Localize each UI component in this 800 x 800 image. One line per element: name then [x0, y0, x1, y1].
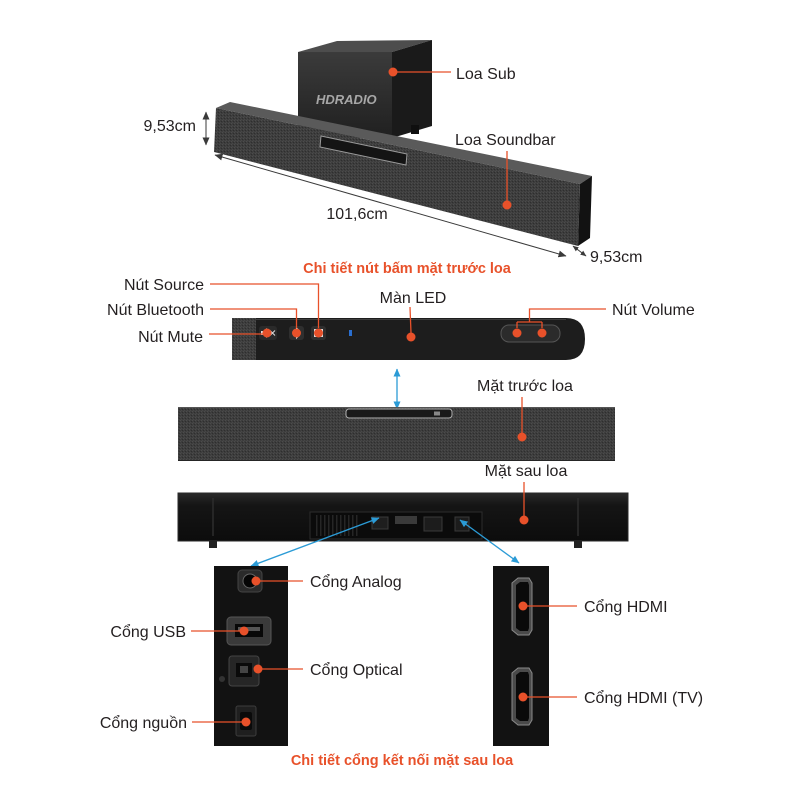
- marker-dot-power: [241, 717, 251, 727]
- label-hdmi-tv-port: Cổng HDMI (TV): [584, 689, 703, 707]
- dimension-length-label: 101,6cm: [326, 206, 387, 223]
- marker-dot-volume-up: [537, 328, 547, 338]
- label-front-view: Mặt trước loa: [477, 378, 573, 395]
- front-view-bar: [178, 407, 615, 461]
- subwoofer-top-face: [298, 40, 432, 52]
- front-bar-led-window: [345, 408, 453, 419]
- label-volume-button: Nút Volume: [612, 302, 695, 319]
- heading-rear-ports: Chi tiết cổng kết nối mặt sau loa: [291, 753, 514, 769]
- label-mute-button: Nút Mute: [138, 329, 203, 346]
- leader-line-source: [210, 283, 320, 328]
- dimension-length-arrow: [214, 153, 567, 258]
- marker-dot-source: [314, 328, 323, 338]
- marker-dot-mute: [262, 328, 272, 338]
- dimension-depth-arrow: [572, 245, 587, 257]
- link-arrow-rear-to-left-ports: [250, 517, 380, 567]
- link-arrow-rear-to-hdmi-ports: [459, 519, 520, 564]
- hdmi-port-panel: [493, 566, 549, 746]
- marker-dot-usb: [239, 626, 249, 636]
- control-strip-fabric-end: [232, 318, 256, 360]
- subwoofer-side-face: [392, 40, 432, 138]
- label-analog-port: Cổng Analog: [310, 573, 402, 591]
- volume-rocker: [500, 324, 561, 343]
- label-source-button: Nút Source: [124, 277, 204, 294]
- label-subwoofer: Loa Sub: [456, 66, 516, 83]
- marker-dot-optical: [253, 664, 263, 674]
- marker-dot-volume-down: [512, 328, 522, 338]
- marker-dot-soundbar: [502, 200, 512, 210]
- rear-bar-foot: [574, 540, 582, 548]
- hdradio-logo-watermark: HDRADIO: [316, 92, 377, 107]
- soundbar-end-face: [578, 176, 592, 246]
- marker-dot-rear: [519, 515, 529, 525]
- marker-dot-analog: [251, 576, 261, 586]
- dimension-height-label: 9,53cm: [144, 118, 196, 135]
- leader-line-volume: [516, 308, 606, 328]
- label-soundbar: Loa Soundbar: [455, 132, 556, 149]
- rear-view-bar: [177, 492, 629, 548]
- marker-dot-sub: [388, 67, 398, 77]
- optical-port-shutter: [240, 666, 248, 673]
- label-power-port: Cổng nguồn: [100, 714, 187, 732]
- rear-port-block: [454, 516, 470, 532]
- marker-dot-front: [517, 432, 527, 442]
- usb-port-tongue: [238, 627, 260, 631]
- rear-port-block: [423, 516, 443, 532]
- rear-info-sticker: [395, 516, 417, 524]
- rear-bar-foot: [209, 540, 217, 548]
- label-led-display: Màn LED: [380, 290, 447, 307]
- dimension-depth-label: 9,53cm: [590, 249, 642, 266]
- status-indicator-light: [349, 330, 352, 336]
- leader-line-bluetooth: [210, 308, 298, 328]
- label-usb-port: Cổng USB: [110, 623, 186, 641]
- panel-screw: [219, 676, 225, 682]
- heading-front-buttons: Chi tiết nút bấm mặt trước loa: [303, 261, 512, 277]
- subwoofer-foot: [411, 125, 419, 134]
- rear-port-block: [371, 516, 389, 530]
- marker-dot-hdmi: [518, 601, 528, 611]
- front-bar-sensor: [434, 411, 440, 416]
- marker-dot-bluetooth: [292, 328, 301, 338]
- label-optical-port: Cổng Optical: [310, 661, 403, 679]
- label-bluetooth-button: Nút Bluetooth: [107, 302, 204, 319]
- left-port-panel: [214, 566, 288, 746]
- leader-line-led: [409, 306, 412, 334]
- marker-dot-hdmi-tv: [518, 692, 528, 702]
- label-hdmi-port: Cổng HDMI: [584, 598, 668, 616]
- marker-dot-led: [406, 332, 416, 342]
- label-rear-view: Mặt sau loa: [485, 463, 568, 480]
